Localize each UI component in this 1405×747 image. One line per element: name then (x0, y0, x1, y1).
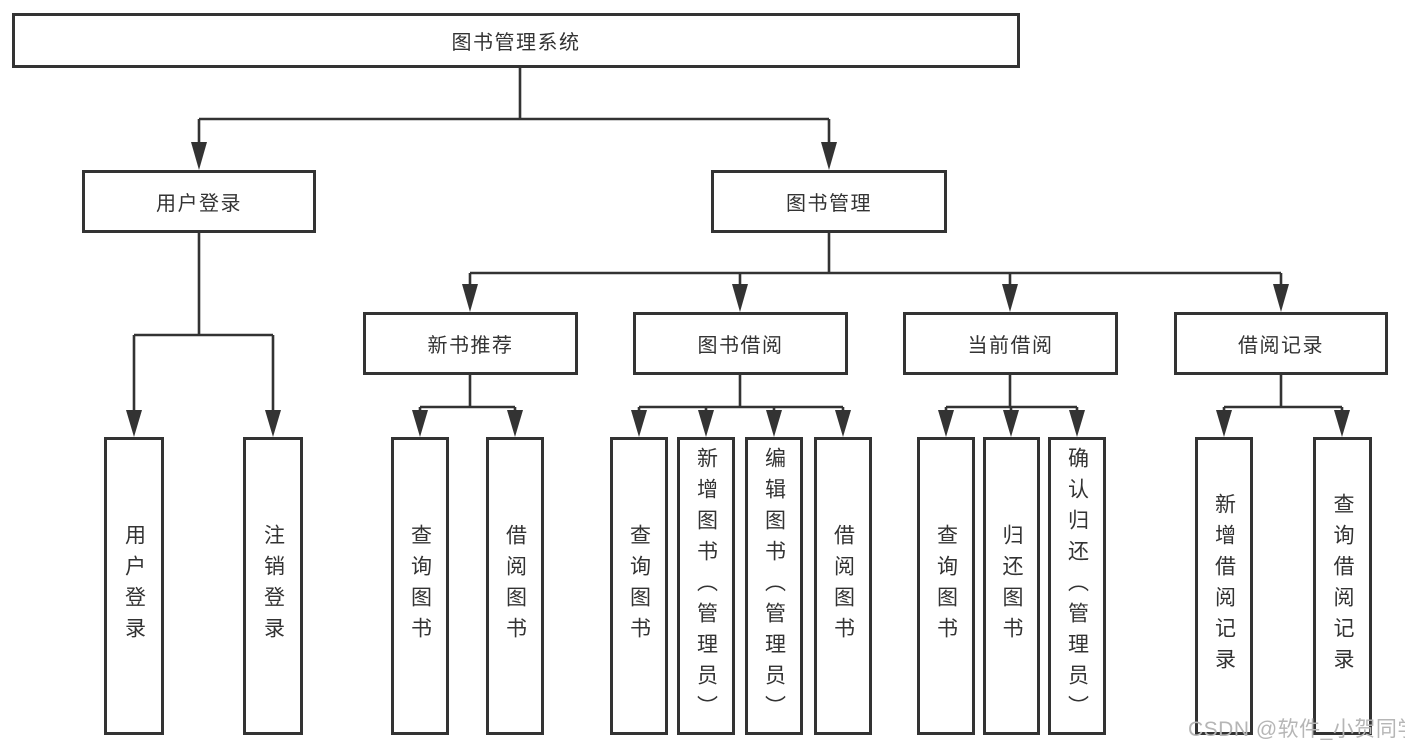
node-book-management-label: 图书管理 (786, 193, 872, 215)
arrowhead (698, 410, 714, 437)
node-borrow-records: 借阅记录 (1174, 312, 1388, 375)
node-new-book-recommend: 新书推荐 (363, 312, 578, 375)
node-root-label: 图书管理系统 (451, 32, 581, 54)
leaf-recommend-borrow-books-label: 借阅图书 (503, 524, 527, 648)
leaf-query-borrow-record-label: 查询借阅记录 (1331, 493, 1354, 679)
leaf-borrow-query-books: 查询图书 (610, 437, 668, 735)
leaf-user-login: 用户登录 (104, 437, 164, 735)
node-book-borrow: 图书借阅 (633, 312, 848, 375)
leaf-current-query-books-label: 查询图书 (934, 524, 958, 648)
leaf-borrow-books: 借阅图书 (814, 437, 872, 735)
leaf-borrow-books-label: 借阅图书 (831, 524, 855, 648)
arrowhead (766, 410, 782, 437)
leaf-add-borrow-record-label: 新增借阅记录 (1212, 493, 1236, 679)
leaf-return-books: 归还图书 (983, 437, 1040, 735)
leaf-logout: 注销登录 (243, 437, 303, 735)
node-current-borrow: 当前借阅 (903, 312, 1118, 375)
arrowhead (126, 410, 142, 437)
leaf-confirm-return-admin-label: 确认归还（管理员） (1065, 446, 1089, 726)
arrowhead (732, 284, 748, 312)
arrowhead (1003, 410, 1019, 437)
arrowhead (631, 410, 647, 437)
node-new-book-recommend-label: 新书推荐 (427, 335, 514, 357)
node-borrow-records-label: 借阅记录 (1238, 335, 1324, 357)
leaf-recommend-query-books: 查询图书 (391, 437, 449, 735)
leaf-confirm-return-admin: 确认归还（管理员） (1048, 437, 1106, 735)
leaf-current-query-books: 查询图书 (917, 437, 975, 735)
leaf-add-books-admin: 新增图书（管理员） (677, 437, 735, 735)
leaf-recommend-query-books-label: 查询图书 (408, 524, 432, 648)
leaf-borrow-query-books-label: 查询图书 (627, 524, 651, 648)
leaf-add-books-admin-label: 新增图书（管理员） (694, 446, 718, 726)
arrowhead (1273, 284, 1289, 312)
node-root: 图书管理系统 (12, 13, 1020, 68)
node-user-login-group-label: 用户登录 (156, 193, 242, 215)
node-current-borrow-label: 当前借阅 (967, 335, 1054, 357)
leaf-edit-books-admin: 编辑图书（管理员） (745, 437, 803, 735)
arrowhead (412, 410, 428, 437)
arrowhead (938, 410, 954, 437)
leaf-edit-books-admin-label: 编辑图书（管理员） (762, 446, 786, 726)
arrowhead (821, 142, 837, 170)
node-book-borrow-label: 图书借阅 (697, 335, 784, 357)
leaf-query-borrow-record: 查询借阅记录 (1313, 437, 1372, 735)
node-user-login-group: 用户登录 (82, 170, 316, 233)
node-book-management: 图书管理 (711, 170, 947, 233)
leaf-user-login-label: 用户登录 (122, 524, 146, 648)
leaf-add-borrow-record: 新增借阅记录 (1195, 437, 1253, 735)
arrowhead (835, 410, 851, 437)
arrowhead (1069, 410, 1085, 437)
csdn-watermark: CSDN @软件_小贺同学 (1188, 718, 1405, 741)
arrowhead (191, 142, 207, 170)
arrowhead (1334, 410, 1350, 437)
leaf-logout-label: 注销登录 (261, 524, 285, 648)
arrowhead (462, 284, 478, 312)
arrowhead (265, 410, 281, 437)
leaf-recommend-borrow-books: 借阅图书 (486, 437, 544, 735)
leaf-return-books-label: 归还图书 (1000, 524, 1023, 648)
arrowhead (1002, 284, 1018, 312)
arrowhead (1216, 410, 1232, 437)
arrowhead (507, 410, 523, 437)
